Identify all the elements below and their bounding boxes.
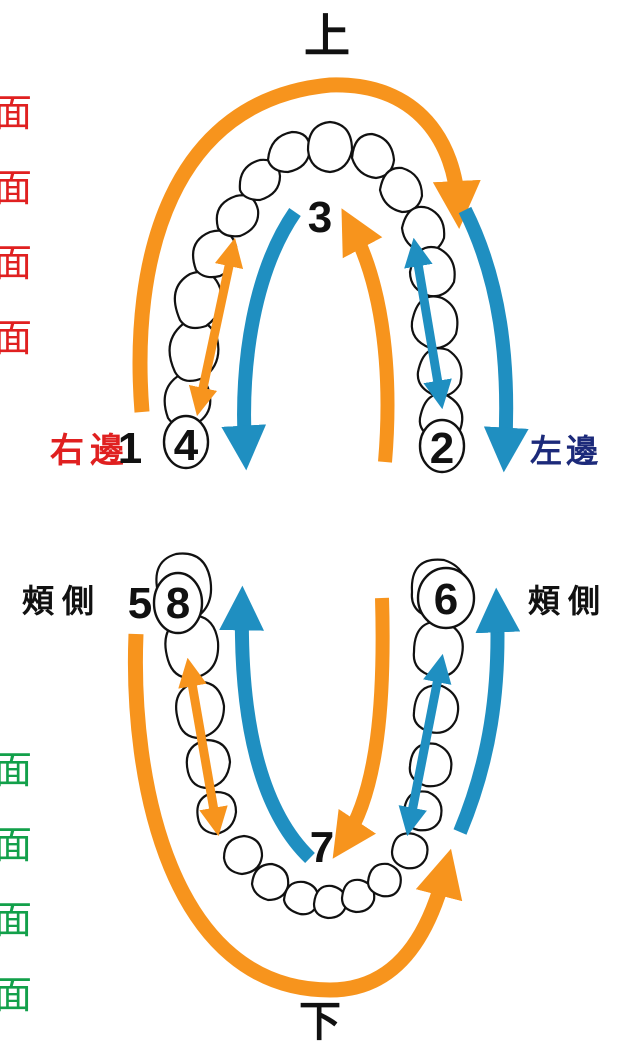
lower-margin-note-2: 面 [0,823,33,867]
upper-right-double-arrow [404,237,452,410]
lower-left-double-arrow [178,657,228,837]
lower-right-double-arrow [398,653,452,837]
upper-margin-note-3: 面 [0,241,33,285]
lower-tooth [222,834,264,876]
lower-inner-blue-arrow [219,585,315,864]
lower-tooth [390,832,429,870]
lower-tooth [366,862,402,898]
upper-tooth [266,130,312,174]
step-number-5: 5 [128,579,152,628]
step-number-6: 6 [434,575,458,624]
step-number-3: 3 [308,193,332,242]
upper-left-double-arrow [188,237,244,417]
label-top: 上 [304,9,350,63]
upper-margin-note-2: 面 [0,166,33,210]
upper-margin-note-4: 面 [0,316,33,360]
label-upper-left-side: 左邊 [530,432,602,470]
step-number-4: 4 [174,421,199,470]
step-number-2: 2 [430,424,454,473]
upper-margin-note-1: 面 [0,91,33,135]
upper-tooth [400,205,446,254]
upper-tooth [350,132,396,180]
upper-tooth [306,120,354,174]
number-circle-2 [418,418,466,474]
upper-inner-orange-arrow [341,208,395,463]
label-lower-left-side: 頰側 [528,582,608,620]
upper-tooth [215,194,260,238]
lower-tooth [250,862,290,902]
lower-margin-note-3: 面 [0,898,33,942]
lower-tooth [340,878,376,914]
step-number-7: 7 [310,823,334,872]
lower-outer-orange-arrow [127,633,463,998]
number-circle-6 [416,566,476,630]
upper-tooth [378,166,424,214]
number-circle-4 [162,414,210,470]
lower-tooth [282,880,320,916]
label-lower-right-side: 頰側 [22,582,102,620]
lower-inner-orange-arrow [332,597,390,859]
lower-margin-note-1: 面 [0,748,33,792]
number-circle-8 [152,571,204,635]
lower-margin-note-4: 面 [0,973,33,1017]
label-upper-right-side: 右邊 [50,431,130,471]
lower-right-blue-arrow [453,587,521,835]
upper-right-blue-arrow [458,206,529,473]
step-number-8: 8 [166,579,190,628]
upper-outer-orange-arrow [132,77,481,413]
upper-inner-blue-arrow [221,208,301,471]
upper-tooth [238,158,282,202]
label-bottom: 下 [299,997,341,1046]
step-number-1: 1 [118,424,142,473]
